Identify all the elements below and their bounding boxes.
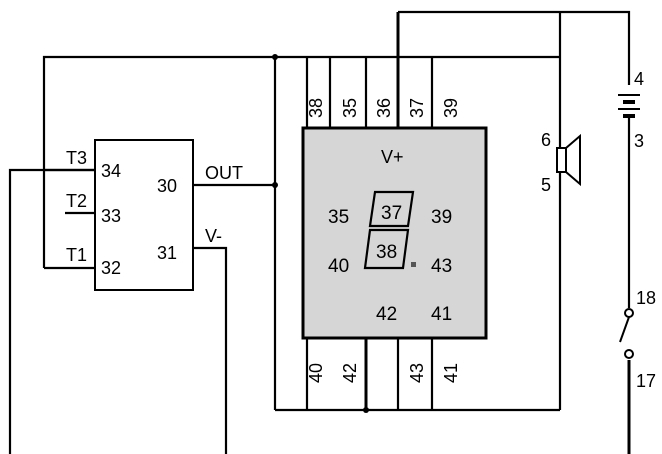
out-label: OUT [205, 163, 243, 183]
top-pin-35: 35 [340, 98, 360, 118]
segment-lower [363, 228, 410, 270]
battery: 4 3 [618, 69, 644, 151]
bottom-pin-42: 42 [340, 363, 360, 383]
junction-dot [272, 182, 278, 188]
wire-vminus [193, 246, 228, 454]
vminus-label: V- [205, 226, 222, 246]
speaker-pin-5: 5 [541, 175, 551, 195]
switch-contact [624, 308, 634, 318]
speaker-cone-icon [565, 133, 581, 187]
wire-top-battery [398, 10, 631, 85]
speaker-pin-6: 6 [541, 130, 551, 150]
chip-pin-34: 34 [101, 161, 121, 181]
chip-pin-32: 32 [101, 258, 121, 278]
display-module: V+ 38 35 36 37 39 40 42 43 41 35 37 39 4… [301, 98, 488, 383]
top-pin-39: 39 [441, 98, 461, 118]
display-body [301, 126, 488, 340]
top-pin-37: 37 [407, 98, 427, 118]
chip-pin-t3-label: T3 [66, 148, 87, 168]
junction-dot [272, 54, 278, 60]
vplus-label: V+ [381, 147, 404, 167]
display-label-43: 43 [431, 256, 452, 277]
switch: 18 17 [619, 288, 656, 391]
switch-pin-17: 17 [636, 371, 656, 391]
battery-pin-3: 3 [634, 131, 644, 151]
control-chip: T3 T2 T1 34 33 32 30 31 OUT V- [66, 139, 243, 291]
speaker: 6 5 [541, 130, 581, 195]
switch-contact [624, 349, 634, 359]
wires [8, 10, 631, 454]
chip-pin-31: 31 [157, 243, 177, 263]
display-label-39: 39 [431, 207, 452, 228]
bottom-pin-40: 40 [306, 363, 326, 383]
bottom-pin-43: 43 [407, 363, 427, 383]
wire-top-rail [42, 55, 540, 268]
chip-pin-33: 33 [101, 206, 121, 226]
battery-pin-4: 4 [634, 69, 644, 89]
switch-lever [619, 316, 630, 343]
top-pin-36: 36 [374, 98, 394, 118]
display-label-38: 38 [376, 242, 397, 263]
display-label-41: 41 [431, 304, 452, 325]
switch-pin-18: 18 [636, 288, 656, 308]
display-label-40: 40 [328, 256, 349, 277]
chip-body [94, 139, 194, 291]
chip-pin-30: 30 [157, 176, 177, 196]
chip-pin-t2-label: T2 [66, 191, 87, 211]
junction-dot [363, 407, 369, 413]
display-label-35: 35 [328, 207, 349, 228]
decimal-point [411, 262, 416, 267]
bottom-pin-41: 41 [441, 363, 461, 383]
segment-upper [368, 190, 415, 228]
top-pin-38: 38 [306, 98, 326, 118]
chip-pin-t1-label: T1 [66, 245, 87, 265]
display-label-37: 37 [381, 203, 402, 224]
speaker-body [556, 147, 567, 173]
display-label-42: 42 [376, 304, 397, 325]
